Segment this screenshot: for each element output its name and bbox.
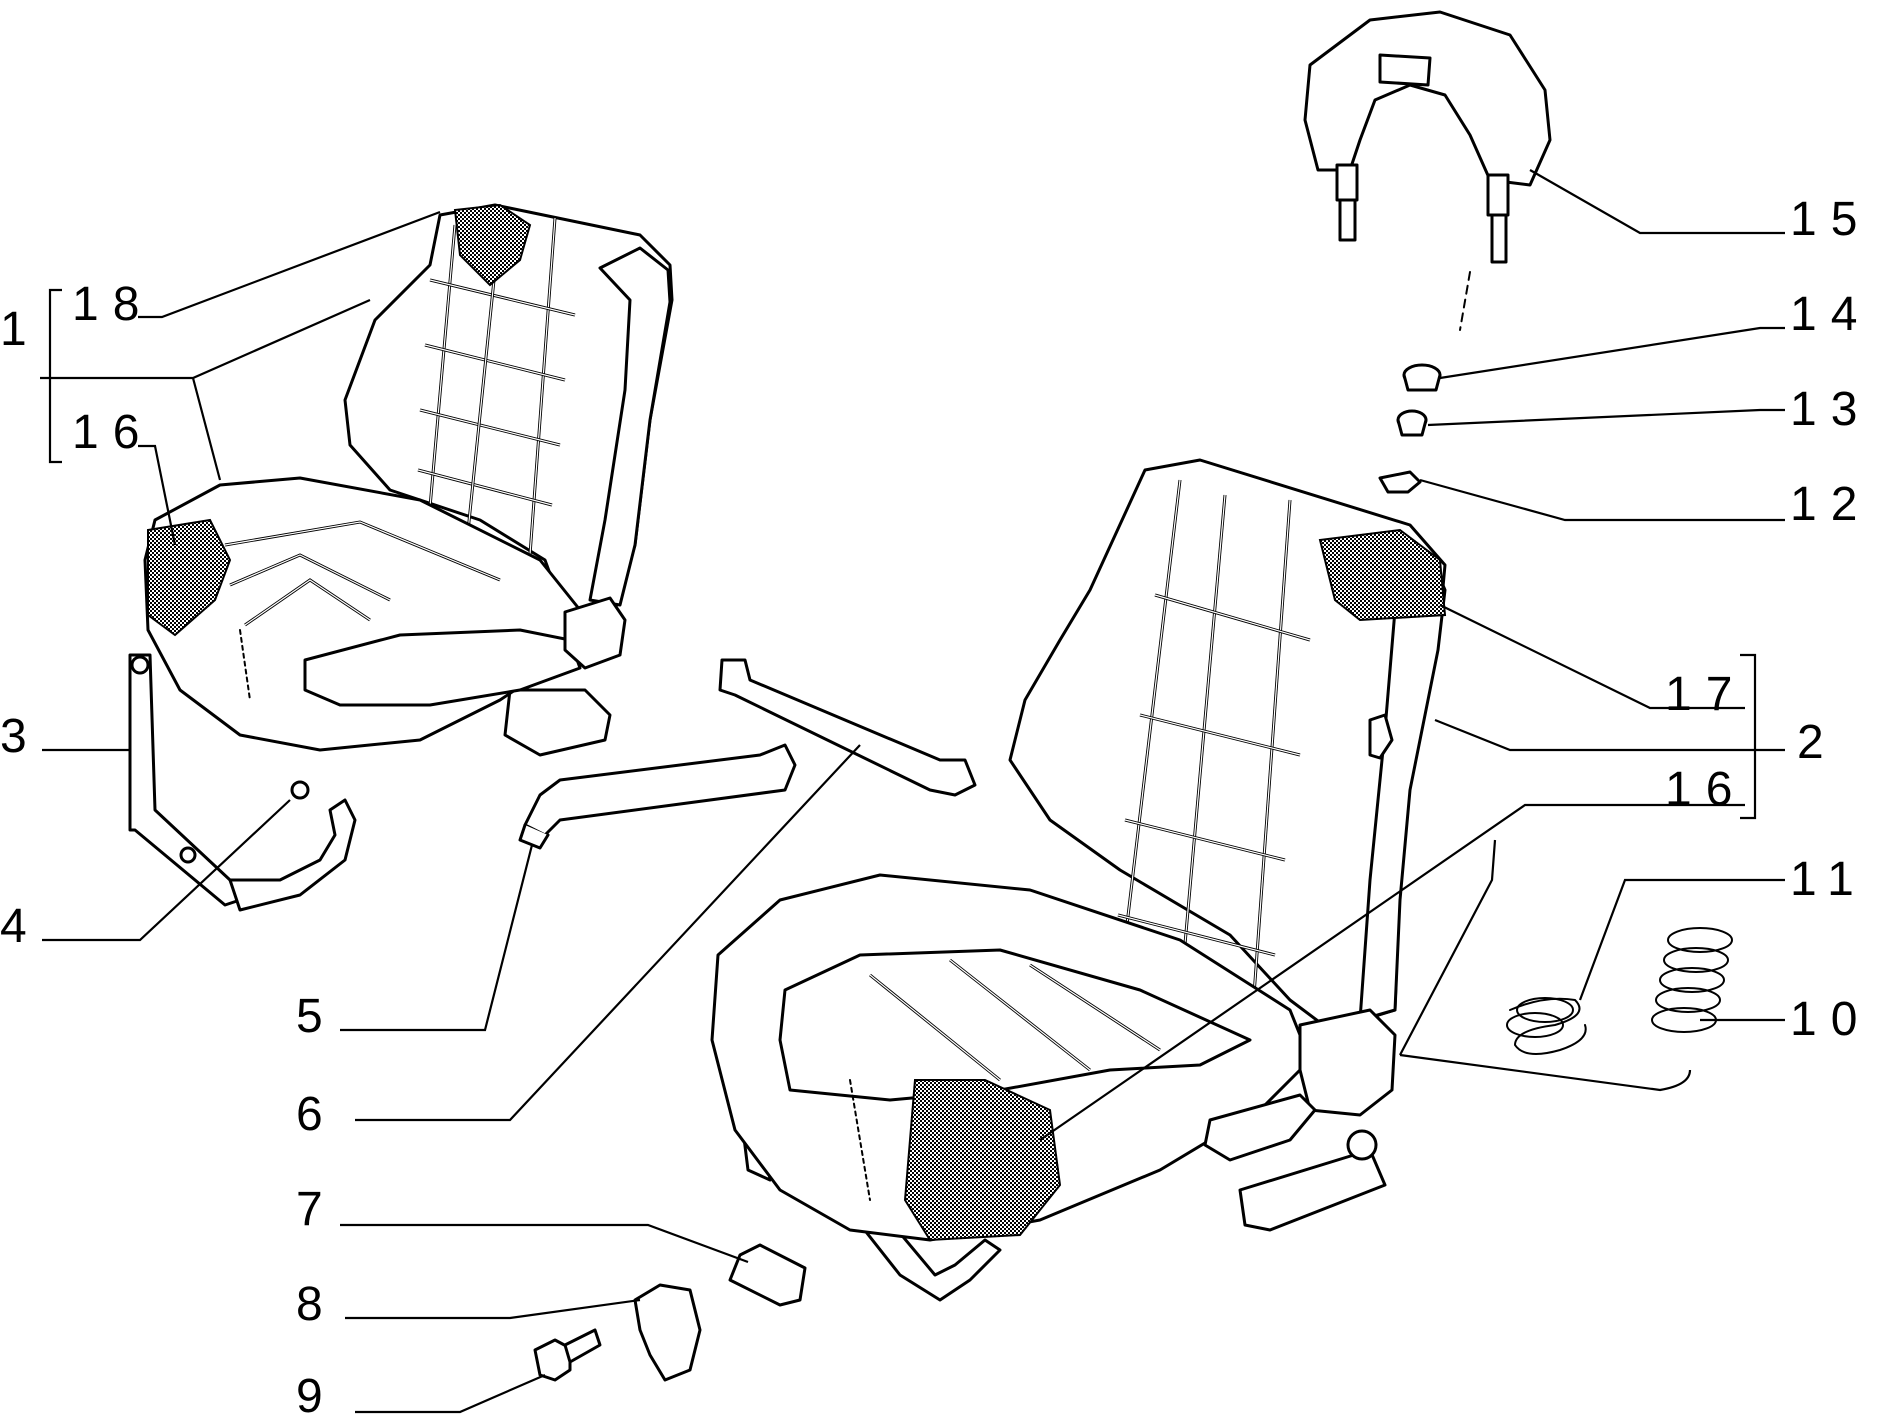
guide-bush-14 [1402,363,1442,392]
callout-12: 12 [1790,478,1871,531]
spring-10 [1651,927,1733,1033]
bush-13 [1396,409,1428,437]
callout-9: 9 [296,1370,337,1414]
callout-1: 1 [0,303,41,356]
clamp-8 [633,1283,702,1382]
leader-lines [40,169,1785,1414]
link-6 [718,658,977,797]
spring-11 [1506,997,1587,1055]
link-5 [518,743,797,850]
callout-18: 18 [72,278,153,331]
callouts: 1 2 3 4 5 6 7 8 9 10 11 12 13 14 15 16 1… [0,193,1871,1414]
callout-16-right: 16 [1665,763,1746,816]
callout-7: 7 [296,1183,337,1236]
callout-16-left: 16 [72,406,153,459]
bolt-9 [533,1328,602,1382]
callout-17: 17 [1665,668,1746,721]
callout-11: 11 [1790,853,1868,906]
callout-3: 3 [0,710,41,763]
cover-7 [728,1243,807,1307]
right-seat [710,458,1447,1302]
headrest [1303,10,1552,331]
group-bracket-2 [1740,653,1757,820]
left-seat [143,203,674,757]
callout-5: 5 [296,990,337,1043]
callout-13: 13 [1790,383,1871,436]
callout-15: 15 [1790,193,1871,246]
callout-8: 8 [296,1278,337,1331]
group-bracket-1 [48,288,62,464]
callout-4: 4 [0,900,41,953]
clip-12 [1378,470,1422,494]
bracket-4 [179,780,357,912]
callout-2: 2 [1797,716,1838,769]
callout-14: 14 [1790,288,1871,341]
callout-6: 6 [296,1088,337,1141]
callout-10: 10 [1790,993,1871,1046]
